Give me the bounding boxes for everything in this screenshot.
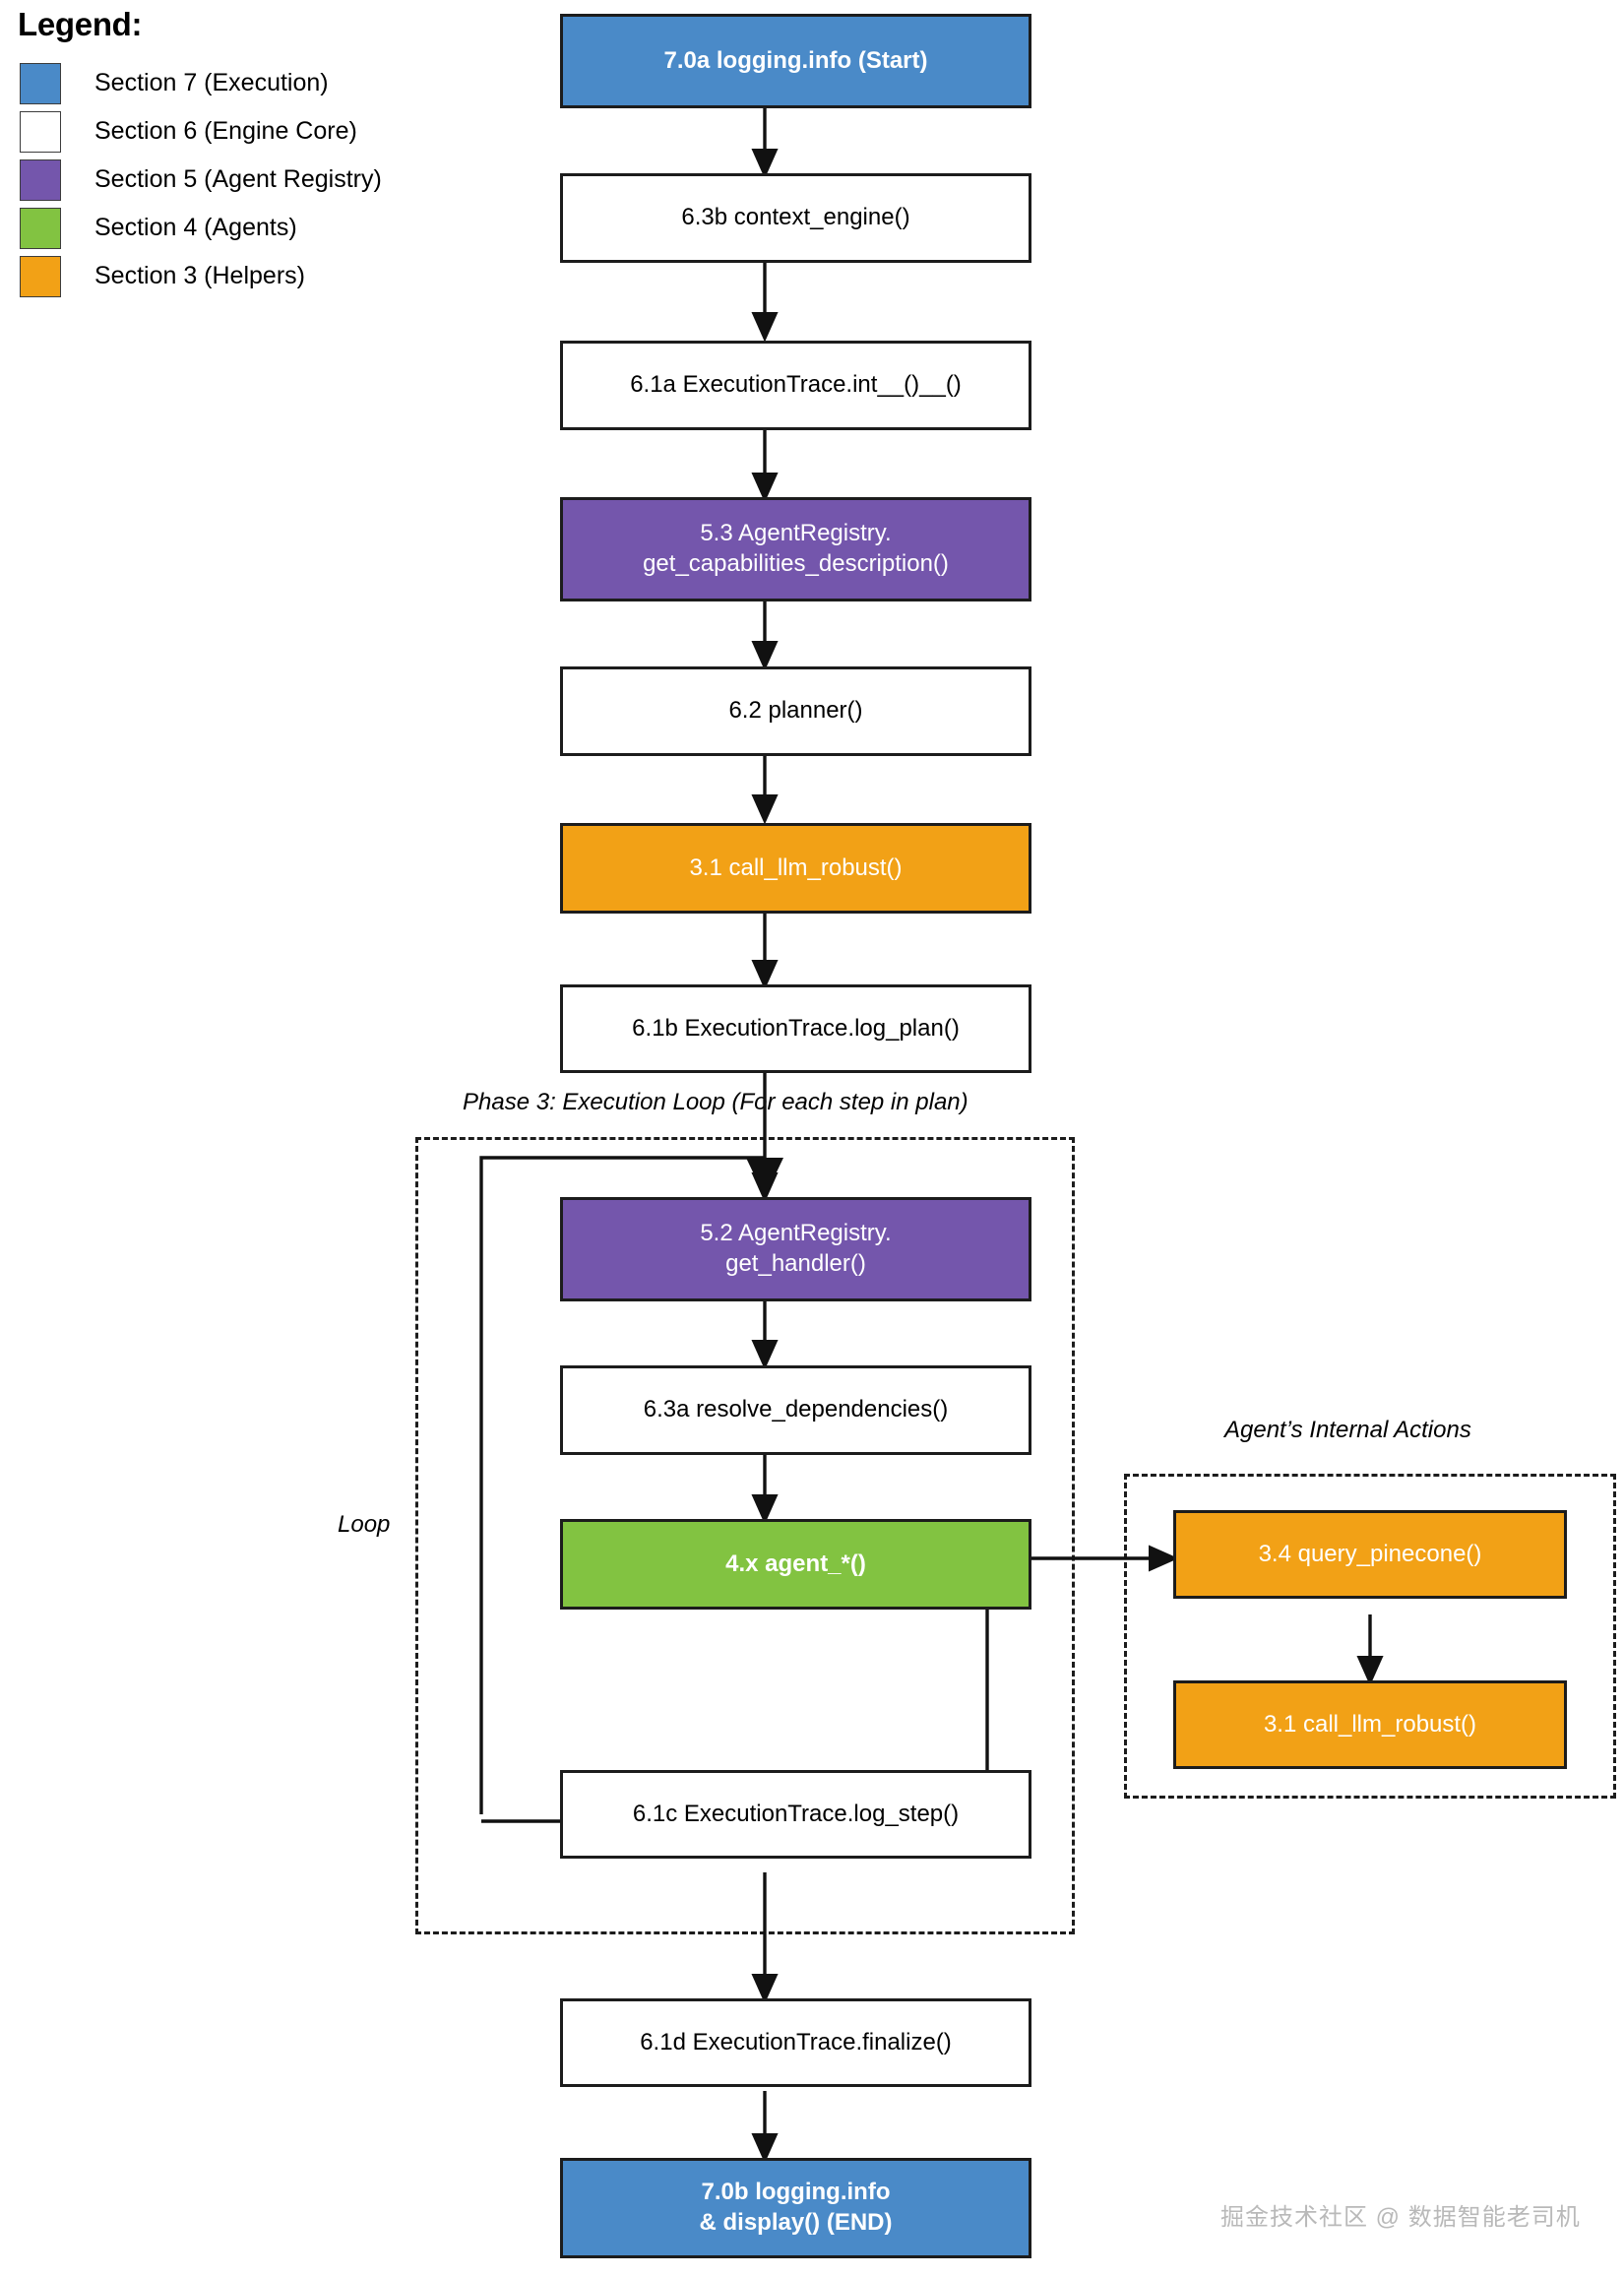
legend-item-section-7: Section 7 (Execution)	[14, 59, 427, 107]
node-capabilities-line2: get_capabilities_description()	[643, 550, 949, 577]
execution-loop-cluster	[415, 1137, 1075, 1934]
execution-loop-header: Phase 3: Execution Loop (For each step i…	[463, 1089, 968, 1115]
node-query-pinecone[interactable]: 3.4 query_pinecone()	[1173, 1510, 1567, 1599]
legend-swatch-section-4	[20, 207, 61, 249]
node-end-line2: & display() (END)	[699, 2209, 893, 2236]
node-execution-trace-log-step[interactable]: 6.1c ExecutionTrace.log_step()	[560, 1770, 1031, 1859]
legend-label-section-5: Section 5 (Agent Registry)	[94, 165, 382, 193]
node-get-capabilities-description[interactable]: 5.3 AgentRegistry. get_capabilities_desc…	[560, 497, 1031, 601]
node-get-handler-line1: 5.2 AgentRegistry.	[700, 1220, 892, 1247]
node-execution-trace-init[interactable]: 6.1a ExecutionTrace.int__()__()	[560, 341, 1031, 430]
legend-swatch-section-5	[20, 158, 61, 201]
legend-swatch-section-3	[20, 255, 61, 297]
legend-label-section-7: Section 7 (Execution)	[94, 69, 329, 96]
node-get-handler[interactable]: 5.2 AgentRegistry. get_handler()	[560, 1197, 1031, 1301]
legend-item-section-6: Section 6 (Engine Core)	[14, 107, 427, 156]
agent-internal-actions-header: Agent’s Internal Actions	[1224, 1417, 1471, 1443]
node-call-llm-robust-plan[interactable]: 3.1 call_llm_robust()	[560, 823, 1031, 914]
node-planner[interactable]: 6.2 planner()	[560, 666, 1031, 756]
legend-label-section-6: Section 6 (Engine Core)	[94, 117, 357, 145]
legend-label-section-4: Section 4 (Agents)	[94, 214, 297, 241]
legend: Legend: Section 7 (Execution) Section 6 …	[14, 6, 427, 300]
node-end-line1: 7.0b logging.info	[701, 2179, 891, 2206]
node-call-llm-robust-agent[interactable]: 3.1 call_llm_robust()	[1173, 1680, 1567, 1769]
agent-internal-actions-cluster	[1124, 1474, 1616, 1799]
node-resolve-dependencies[interactable]: 6.3a resolve_dependencies()	[560, 1365, 1031, 1455]
node-agent[interactable]: 4.x agent_*()	[560, 1519, 1031, 1610]
node-capabilities-line1: 5.3 AgentRegistry.	[700, 520, 892, 547]
legend-label-section-3: Section 3 (Helpers)	[94, 262, 305, 289]
node-end[interactable]: 7.0b logging.info & display() (END)	[560, 2158, 1031, 2258]
node-start[interactable]: 7.0a logging.info (Start)	[560, 14, 1031, 108]
node-context-engine[interactable]: 6.3b context_engine()	[560, 173, 1031, 263]
loop-side-label: Loop	[338, 1511, 391, 1538]
legend-title: Legend:	[18, 6, 143, 42]
legend-item-section-3: Section 3 (Helpers)	[14, 252, 427, 300]
node-execution-trace-log-plan[interactable]: 6.1b ExecutionTrace.log_plan()	[560, 984, 1031, 1073]
watermark: 掘金技术社区 @ 数据智能老司机	[1220, 2204, 1581, 2231]
legend-item-section-4: Section 4 (Agents)	[14, 204, 427, 252]
node-execution-trace-finalize[interactable]: 6.1d ExecutionTrace.finalize()	[560, 1998, 1031, 2087]
node-get-handler-line2: get_handler()	[725, 1250, 866, 1277]
legend-item-section-5: Section 5 (Agent Registry)	[14, 156, 427, 204]
legend-swatch-section-6	[20, 110, 61, 153]
legend-swatch-section-7	[20, 62, 61, 104]
